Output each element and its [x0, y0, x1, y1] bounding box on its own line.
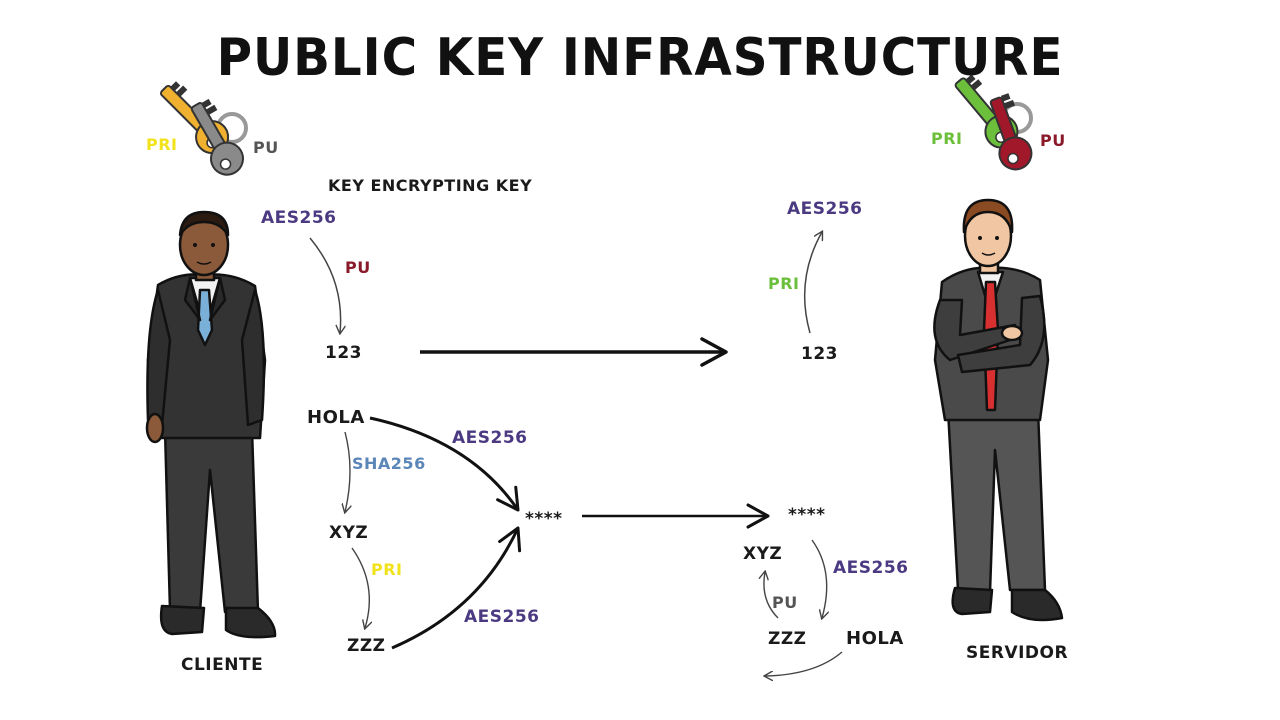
server-signed-hash: ZZZ	[768, 629, 807, 649]
xyz-to-zzz-arrow	[351, 547, 369, 628]
server-hola-to-zzz-arrow	[765, 651, 843, 676]
page-title: PUBLIC KEY INFRASTRUCTURE	[216, 28, 1064, 88]
client-private-key-op-label: PRI	[371, 560, 403, 579]
client-private-key-label: PRI	[146, 135, 178, 154]
server-private-key-op-label: PRI	[768, 274, 800, 293]
client-public-key-label: PU	[253, 138, 279, 157]
client-aes256-lower-label: AES256	[464, 607, 540, 627]
hola-to-xyz-arrow	[345, 431, 350, 512]
zzz-to-cipher-arrow	[391, 526, 522, 650]
server-cipher-to-hola-arrow	[811, 539, 827, 618]
aes-to-123-arrow	[309, 237, 341, 333]
hola-to-cipher-arrow	[369, 416, 520, 512]
client-aes256-upper-label: AES256	[452, 428, 528, 448]
client-name-label: CLIENTE	[181, 655, 264, 675]
server-keyring-icon	[954, 74, 1033, 171]
client-aes256-key: AES256	[261, 208, 337, 228]
server-aes256-label: AES256	[833, 558, 909, 578]
client-encrypted-key: 123	[325, 343, 362, 363]
server-hash: XYZ	[743, 544, 783, 564]
client-hash: XYZ	[329, 523, 369, 543]
key-encrypting-key-label: KEY ENCRYPTING KEY	[328, 176, 533, 195]
server-private-key-label: PRI	[931, 129, 963, 148]
server-name-label: SERVIDOR	[966, 643, 1069, 663]
server-message: HOLA	[846, 628, 904, 649]
server-public-key-op-label: PU	[772, 593, 798, 612]
client-public-key-op-label: PU	[345, 258, 371, 277]
client-message: HOLA	[307, 407, 365, 428]
client-ciphertext: ****	[525, 509, 563, 529]
server-encrypted-key: 123	[801, 344, 838, 364]
server-aes256-key: AES256	[787, 199, 863, 219]
client-sha256-label: SHA256	[352, 454, 426, 473]
server-person-figure	[933, 198, 1064, 622]
server-public-key-label: PU	[1040, 131, 1066, 150]
server-123-to-aes-arrow	[803, 232, 822, 334]
server-zzz-to-xyz-arrow	[764, 572, 779, 619]
client-person-figure	[145, 210, 277, 639]
client-keyring-icon	[159, 81, 248, 176]
client-signed-hash: ZZZ	[347, 636, 386, 656]
server-ciphertext: ****	[788, 505, 826, 525]
